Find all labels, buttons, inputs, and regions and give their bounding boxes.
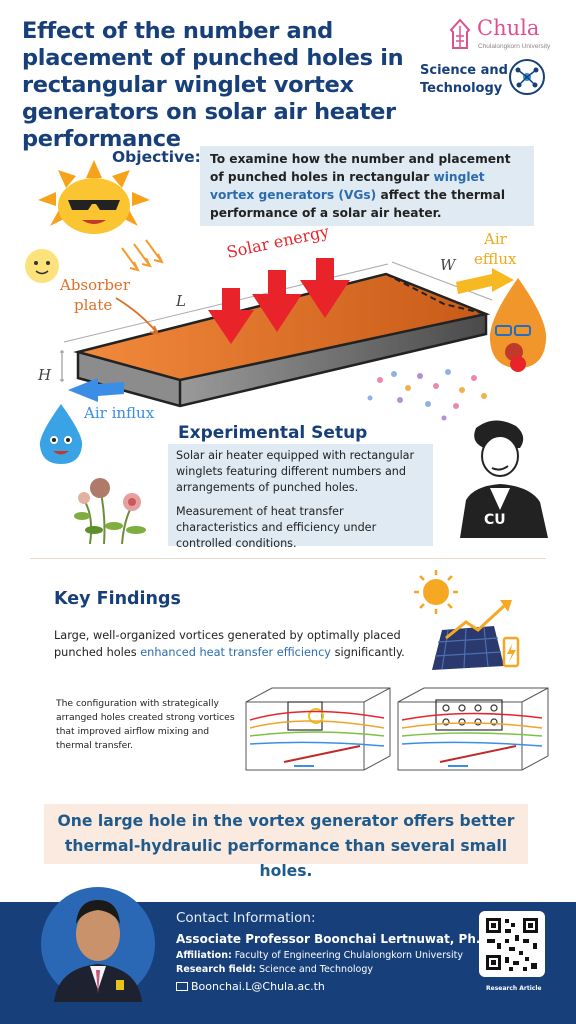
qr-label: Research Article [486,985,542,992]
air-influx-label: Air influx [83,404,155,422]
mail-icon [176,982,188,991]
vortex-figure-single-hole [245,687,391,771]
setup-box: Solar air heater equipped with rectangul… [168,444,433,550]
setup-title: Experimental Setup [178,423,368,443]
water-droplet-icon [39,404,83,464]
sunlight-arrows [121,239,164,272]
solar-energy-arrows [208,258,350,344]
setup-paragraph-1: Solar air heater equipped with rectangul… [176,449,415,494]
vortex-flow-figures [245,687,549,771]
contact-affiliation: Affiliation: Faculty of Engineering Chul… [176,950,463,961]
contact-field: Research field: Science and Technology [176,964,373,975]
objective-text-start: To examine how the number and placement … [210,152,511,184]
section-divider [30,558,546,559]
chula-name: Chula [477,16,540,40]
affiliation-value: Faculty of Engineering Chulalongkorn Uni… [234,950,463,961]
shirt-text: CU [484,512,506,528]
vortex-figure-multiple-holes [397,687,549,771]
air-efflux-label-1: Air [483,230,508,248]
air-influx-arrow [68,378,124,402]
plant-illustration-icon [74,478,146,545]
chula-logo: Chula Chulalongkorn University [447,16,557,54]
page-title: Effect of the number and placement of pu… [22,18,404,152]
contact-heading: Contact Information: [176,910,316,926]
professor-photo [41,887,155,1002]
findings-highlight: enhanced heat transfer efficiency [140,646,331,659]
objective-text-end: affect the thermal performance of a sola… [210,188,506,220]
air-efflux-label-2: efflux [474,250,517,268]
field-value: Science and Technology [259,964,373,975]
sun-character-icon [38,160,150,234]
conclusion-banner: One large hole in the vortex generator o… [44,804,528,880]
width-label: W [440,256,457,274]
findings-text-2: The configuration with strategically arr… [56,698,235,751]
contact-name: Associate Professor Boonchai Lertnuwat, … [176,932,495,946]
length-label: L [175,292,186,310]
findings-text-1: Large, well-organized vortices generated… [54,627,406,661]
findings-title: Key Findings [54,589,181,609]
faculty-line-2: Technology [420,81,503,96]
height-label: H [37,366,52,384]
chula-university: Chulalongkorn University [478,43,551,50]
solar-panel-growth-icon [414,570,520,670]
objective-box: To examine how the number and placement … [200,146,534,226]
science-molecule-icon [509,59,545,95]
chula-seal-icon [449,18,471,49]
faculty-logo-text: Science and Technology [420,62,520,98]
contact-email[interactable]: Boonchai.L@Chula.ac.th [176,980,325,993]
objective-highlight: winglet vortex generators (VGs) [210,170,485,202]
solar-air-heater-diagram: Solar energy Absorber plate L W H Air ef… [25,228,547,422]
air-efflux-arrow [456,268,514,294]
findings-text-1-start: Large, well-organized vortices generated… [54,629,401,659]
field-label: Research field: [176,964,256,975]
affiliation-label: Affiliation: [176,950,232,961]
email-text[interactable]: Boonchai.L@Chula.ac.th [191,980,325,993]
flower-decoration [367,369,487,421]
qr-code[interactable] [479,911,545,977]
findings-text-1-end: significantly. [330,646,405,659]
absorber-label-1: Absorber [59,276,131,294]
student-character-icon: CU [460,420,548,538]
solar-energy-label: Solar energy [225,228,331,262]
faculty-line-1: Science and [420,63,508,78]
objective-label: Objective: [112,148,201,166]
smiley-face-icon [25,249,59,283]
setup-paragraph-2: Measurement of heat transfer characteris… [176,505,377,550]
absorber-label-2: plate [74,296,112,314]
